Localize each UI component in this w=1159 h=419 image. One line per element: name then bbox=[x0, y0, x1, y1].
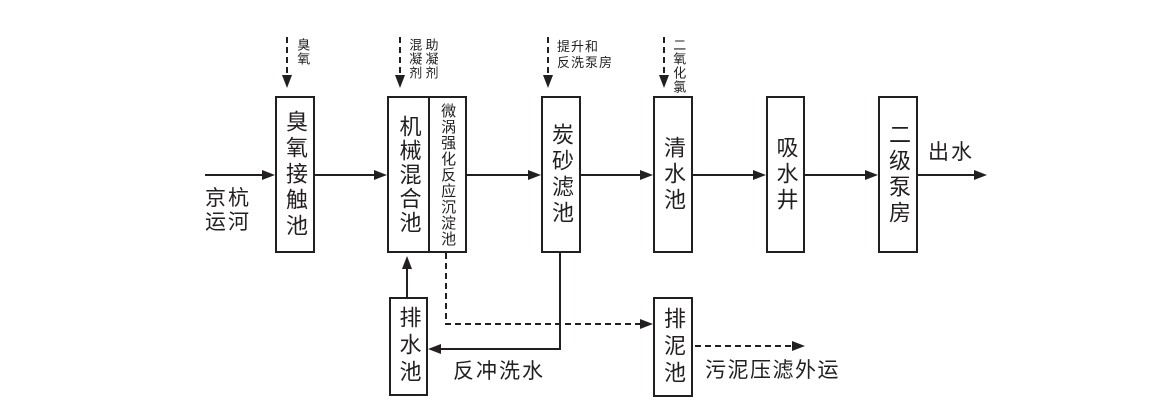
box-secondary-pump-house: 二级泵房 bbox=[878, 96, 918, 253]
flow-arrowhead-icon bbox=[640, 170, 653, 180]
backwash-line-horizontal bbox=[441, 348, 561, 350]
box-label-sludge-discharge-tank: 排泥池 bbox=[661, 306, 686, 388]
box-sludge-discharge-tank: 排泥池 bbox=[653, 297, 693, 397]
outlet-arrowhead-icon bbox=[974, 170, 987, 180]
sludge-out-arrowhead-icon bbox=[792, 341, 805, 351]
chlorine-dioxide-dosing-line bbox=[663, 37, 665, 75]
box-label-mechanical-mixing-tank: 机械混合池 bbox=[396, 114, 422, 235]
inlet-flow-line bbox=[205, 174, 262, 176]
box-drain-water-tank: 排水池 bbox=[389, 297, 428, 396]
box-label-micro-vortex-reaction-sedimentation-tank: 微涡强化反应沉淀池 bbox=[439, 102, 457, 247]
drain-return-arrowhead-icon bbox=[402, 256, 412, 269]
chlorine-dioxide-dosing-arrowhead-icon bbox=[659, 75, 669, 88]
box-label-carbon-sand-filter-tank: 炭砂滤池 bbox=[549, 122, 574, 227]
output-label: 出水 bbox=[928, 141, 974, 164]
box-carbon-sand-filter-tank: 炭砂滤池 bbox=[541, 96, 581, 253]
flow-arrowhead-icon bbox=[865, 170, 878, 180]
box-mixing-and-sedimentation: 机械混合池 微涡强化反应沉淀池 bbox=[387, 96, 467, 253]
box-label-suction-well: 吸水井 bbox=[773, 135, 799, 214]
lift-backwash-pump-label: 提升和 反洗泵房 bbox=[557, 39, 614, 71]
box-suction-well: 吸水井 bbox=[766, 96, 805, 253]
flow-line bbox=[805, 174, 865, 176]
source-label: 京杭 运河 bbox=[205, 187, 251, 235]
flow-arrowhead-icon bbox=[374, 170, 387, 180]
flow-arrowhead-icon bbox=[753, 170, 766, 180]
coagulant-dosing-line bbox=[399, 37, 401, 75]
inlet-arrowhead-icon bbox=[262, 170, 275, 180]
sludge-press-out-label: 污泥压滤外运 bbox=[705, 359, 840, 382]
backwash-line-vertical bbox=[559, 253, 561, 349]
flow-line bbox=[693, 174, 753, 176]
chlorine-dioxide-dosing-label: 二氧化氯 bbox=[671, 38, 687, 94]
flow-arrowhead-icon bbox=[528, 170, 541, 180]
box-label-ozone-contact-tank: 臭氧接触池 bbox=[283, 109, 308, 240]
box-label-clear-water-tank: 清水池 bbox=[661, 135, 686, 214]
backwash-arrowhead-icon bbox=[428, 344, 441, 354]
lift-backwash-pump-line bbox=[547, 37, 549, 75]
ozone-dosing-label: 臭氧 bbox=[295, 38, 311, 66]
lift-backwash-pump-arrowhead-icon bbox=[543, 75, 553, 88]
box-label-secondary-pump-house: 二级泵房 bbox=[886, 122, 911, 227]
flow-line bbox=[581, 174, 640, 176]
box-label-drain-water-tank: 排水池 bbox=[396, 306, 422, 387]
coagulant-dosing-label: 混凝剂 助凝剂 bbox=[407, 38, 439, 80]
cell-mechanical-mixing-tank: 机械混合池 bbox=[389, 98, 428, 251]
sludge-line-vertical bbox=[445, 253, 447, 324]
ozone-dosing-arrowhead-icon bbox=[282, 75, 292, 88]
drain-return-line bbox=[406, 268, 408, 297]
ozone-dosing-line bbox=[286, 37, 288, 75]
backwash-water-label: 反冲洗水 bbox=[453, 360, 545, 383]
outlet-flow-line bbox=[918, 174, 974, 176]
sludge-line-horizontal bbox=[445, 323, 640, 325]
flow-line bbox=[467, 174, 528, 176]
cell-micro-vortex-reaction-sedimentation-tank: 微涡强化反应沉淀池 bbox=[428, 98, 465, 251]
coagulant-dosing-arrowhead-icon bbox=[395, 75, 405, 88]
box-clear-water-tank: 清水池 bbox=[653, 96, 693, 253]
box-ozone-contact-tank: 臭氧接触池 bbox=[275, 96, 315, 253]
sludge-line-arrowhead-icon bbox=[640, 319, 653, 329]
flow-line bbox=[315, 174, 374, 176]
sludge-out-line bbox=[695, 345, 792, 347]
